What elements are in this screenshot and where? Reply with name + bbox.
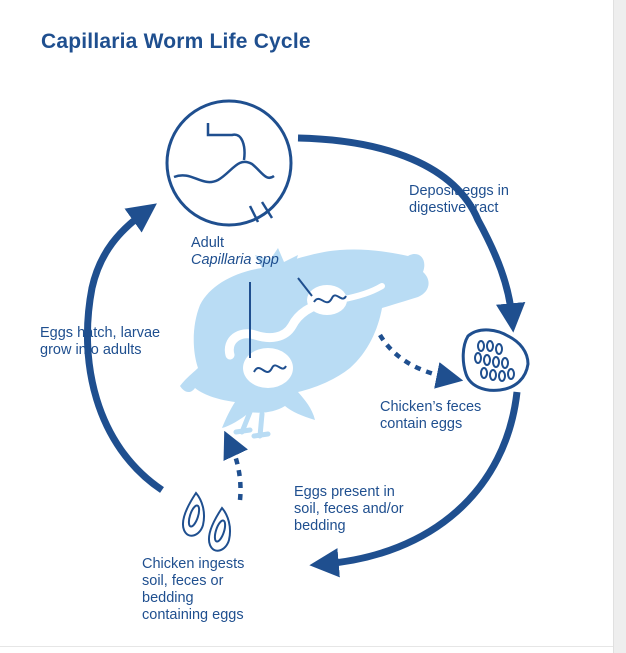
ingests-label-line: containing eggs — [142, 607, 244, 623]
chicken-silhouette-icon — [180, 248, 429, 439]
hatch-label-line: grow into adults — [40, 342, 142, 358]
feces-label-line: contain eggs — [380, 416, 463, 432]
ingestion-dotted-arrow — [223, 430, 248, 501]
eggs-icon — [182, 491, 232, 552]
deposit-eggs-label: Deposit eggs in digestive tract — [409, 183, 509, 217]
feces-eggs-label: Chicken’s feces contain eggs — [380, 399, 481, 433]
ingests-label-line: soil, feces or — [142, 573, 224, 589]
bottom-divider — [0, 646, 613, 647]
present-label-line: bedding — [294, 518, 346, 534]
chicken-ingests-label: Chicken ingests soil, feces or bedding c… — [142, 556, 244, 624]
feces-dotted-arrow — [378, 333, 464, 389]
present-label-line: soil, feces and/or — [294, 501, 404, 517]
cycle-arrow-top-right — [297, 134, 526, 333]
deposit-label-line: digestive tract — [409, 200, 499, 216]
cycle-arrow-bottom-right — [309, 391, 521, 578]
adult-label-line: Adult — [191, 235, 225, 251]
egg-cluster-icon — [461, 328, 530, 392]
deposit-label-line: Deposit eggs in — [409, 183, 509, 199]
cycle-arrow-left — [84, 203, 164, 493]
feces-label-line: Chicken’s feces — [380, 399, 482, 415]
ingests-label-line: Chicken ingests — [142, 556, 245, 572]
life-cycle-diagram — [84, 99, 530, 578]
eggs-present-label: Eggs present in soil, feces and/or beddi… — [294, 484, 404, 535]
species-label-line: Capillaria spp — [191, 252, 279, 268]
page-edge — [613, 0, 626, 653]
present-label-line: Eggs present in — [294, 484, 395, 500]
ingests-label-line: bedding — [142, 590, 194, 606]
adult-worm-label: Adult Capillaria spp — [191, 235, 279, 269]
eggs-hatch-label: Eggs hatch, larvae grow into adults — [40, 325, 160, 359]
hatch-label-line: Eggs hatch, larvae — [40, 325, 161, 341]
page-title: Capillaria Worm Life Cycle — [41, 30, 311, 53]
magnified-worms-icon — [165, 99, 293, 227]
